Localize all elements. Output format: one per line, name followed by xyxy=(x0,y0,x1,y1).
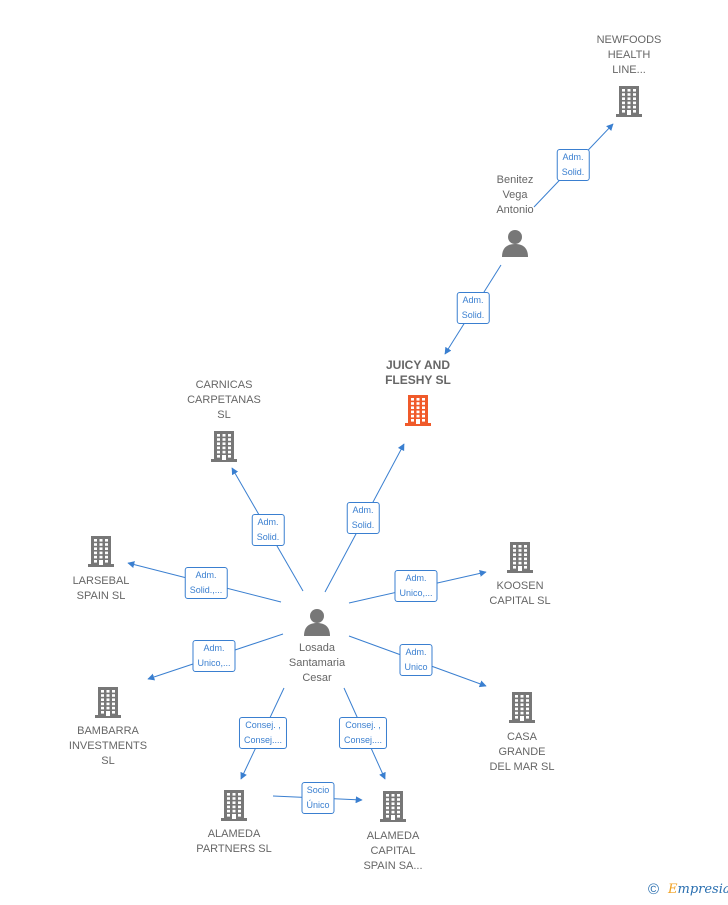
edge-label-e5[interactable]: Adm. Solid.,... xyxy=(184,567,228,599)
node-label-alameda_partners[interactable]: ALAMEDA PARTNERS SL xyxy=(196,827,271,857)
node-label-line: FLESHY SL xyxy=(385,373,451,387)
edge-label-line: Unico,... xyxy=(399,588,433,598)
node-label-larsebal[interactable]: LARSEBAL SPAIN SL xyxy=(73,574,130,604)
node-label-line: ALAMEDA xyxy=(366,830,420,842)
node-label-line: CAPITAL xyxy=(370,845,416,857)
node-label-line: BAMBARRA xyxy=(77,725,139,737)
edge-label-line: Solid.,... xyxy=(189,585,223,595)
node-label-koosen[interactable]: KOOSEN CAPITAL SL xyxy=(489,579,550,609)
edge-label-line: Adm. xyxy=(562,152,584,162)
empresia-logo[interactable]: © Empresia xyxy=(648,881,728,901)
edge-label-e9[interactable]: Consej. , Consej.... xyxy=(238,717,288,749)
edge-label-line: Solid. xyxy=(256,532,280,542)
edge-label-e4[interactable]: Adm. Solid. xyxy=(251,514,285,546)
node-label-line: LARSEBAL xyxy=(72,575,130,587)
edge-label-line: Consej.... xyxy=(243,735,283,745)
node-label-line: CAPITAL SL xyxy=(489,595,551,607)
node-label-line: INVESTMENTS xyxy=(68,740,148,752)
edge-label-line: Consej.... xyxy=(343,735,383,745)
node-label-line: Santamaria xyxy=(288,657,346,669)
edge-label-line: Adm. xyxy=(203,643,225,653)
edge-label-e7[interactable]: Adm. Unico,... xyxy=(192,640,236,672)
person-icon-benitez[interactable] xyxy=(500,228,530,263)
brand-name: Empresia xyxy=(668,882,728,897)
node-label-line: Vega xyxy=(502,189,528,201)
node-label-line: DEL MAR SL xyxy=(489,761,555,773)
edge-label-line: Unico xyxy=(404,662,428,672)
edge-label-line: Consej. , xyxy=(245,720,281,730)
node-label-line: HEALTH xyxy=(607,49,651,61)
edge-label-e6[interactable]: Adm. Unico,... xyxy=(394,570,438,602)
building-icon-casa[interactable] xyxy=(507,690,537,729)
building-icon-alameda_capital[interactable] xyxy=(378,789,408,828)
node-label-line: NEWFOODS xyxy=(596,34,662,46)
node-label-line: KOOSEN xyxy=(496,580,544,592)
person-icon-losada[interactable] xyxy=(302,607,332,642)
node-label-line: SL xyxy=(217,409,231,421)
node-label-line: CARPETANAS xyxy=(187,394,261,406)
node-label-carnicas[interactable]: CARNICAS CARPETANAS SL xyxy=(187,378,261,423)
edge-label-e10[interactable]: Consej. , Consej.... xyxy=(338,717,388,749)
edge-label-line: Socio xyxy=(306,785,330,795)
edge-label-line: Consej. , xyxy=(345,720,381,730)
node-label-line: Cesar xyxy=(302,672,332,684)
edge-label-line: Único xyxy=(306,800,330,810)
edge-label-e8[interactable]: Adm. Unico xyxy=(399,644,433,676)
building-icon-carnicas[interactable] xyxy=(209,429,239,468)
node-label-line: CASA xyxy=(507,731,537,743)
edge-label-e3[interactable]: Adm. Solid. xyxy=(346,502,380,534)
node-label-alameda_capital[interactable]: ALAMEDA CAPITAL SPAIN SA... xyxy=(363,829,422,874)
building-icon-newfoods[interactable] xyxy=(614,84,644,123)
edge-label-line: Adm. xyxy=(405,647,427,657)
building-icon-koosen[interactable] xyxy=(505,540,535,579)
node-label-line: Antonio xyxy=(496,204,534,216)
node-label-line: PARTNERS SL xyxy=(196,843,272,855)
edge-label-line: Adm. xyxy=(352,505,374,515)
edge-label-line: Adm. xyxy=(257,517,279,527)
edge-label-e2[interactable]: Adm. Solid. xyxy=(456,292,490,324)
node-label-line: SL xyxy=(101,755,115,767)
building-icon-juicy[interactable] xyxy=(403,393,433,432)
node-label-bambarra[interactable]: BAMBARRA INVESTMENTS SL xyxy=(69,724,147,769)
edge-label-line: Solid. xyxy=(561,167,585,177)
edge-label-line: Solid. xyxy=(351,520,375,530)
node-label-line: CARNICAS xyxy=(195,379,253,391)
node-label-line: Benitez xyxy=(496,174,534,186)
edge-label-line: Solid. xyxy=(461,310,485,320)
edge-label-line: Adm. xyxy=(405,573,427,583)
node-label-newfoods[interactable]: NEWFOODS HEALTH LINE... xyxy=(597,33,662,78)
node-label-line: JUICY AND xyxy=(385,358,451,372)
edge-label-line: Adm. xyxy=(462,295,484,305)
node-label-line: GRANDE xyxy=(498,746,546,758)
building-icon-alameda_partners[interactable] xyxy=(219,788,249,827)
building-icon-bambarra[interactable] xyxy=(93,685,123,724)
building-icon-larsebal[interactable] xyxy=(86,534,116,573)
node-label-line: Losada xyxy=(298,642,336,654)
node-label-casa[interactable]: CASA GRANDE DEL MAR SL xyxy=(489,730,554,775)
copyright-icon: © xyxy=(648,881,660,898)
node-label-line: LINE... xyxy=(612,64,646,76)
node-label-line: SPAIN SL xyxy=(76,590,126,602)
node-label-line: SPAIN SA... xyxy=(363,860,423,872)
edge-label-line: Unico,... xyxy=(197,658,231,668)
node-label-line: ALAMEDA xyxy=(207,828,261,840)
edge-label-line: Adm. xyxy=(195,570,217,580)
edge-label-e1[interactable]: Adm. Solid. xyxy=(556,149,590,181)
